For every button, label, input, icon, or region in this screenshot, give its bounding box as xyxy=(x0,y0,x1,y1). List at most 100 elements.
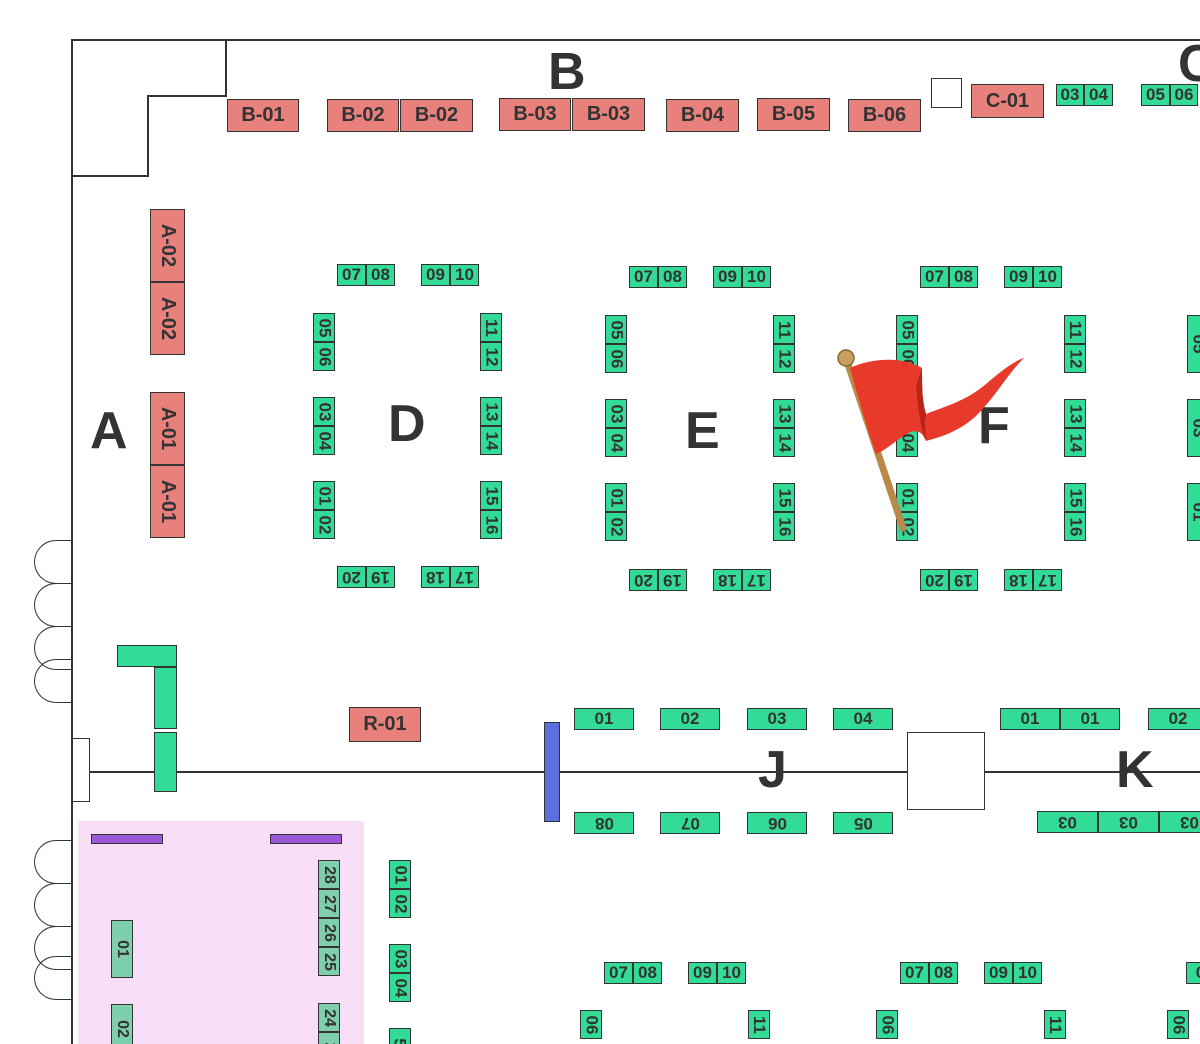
booth[interactable]: 11 xyxy=(480,313,502,342)
booth[interactable]: 15 xyxy=(1064,483,1086,512)
booth[interactable]: 13 xyxy=(773,399,795,428)
booth[interactable]: 10 xyxy=(1013,962,1042,984)
booth[interactable]: 20 xyxy=(920,569,949,591)
booth[interactable]: 08 xyxy=(949,266,978,288)
door[interactable] xyxy=(34,883,72,927)
booth[interactable]: 0 xyxy=(1186,962,1200,984)
booth[interactable]: 06 xyxy=(605,344,627,373)
booth[interactable]: A-02 xyxy=(150,282,185,355)
booth[interactable]: 08 xyxy=(633,962,662,984)
booth[interactable]: 11 xyxy=(1064,315,1086,344)
booth[interactable]: 19 xyxy=(949,569,978,591)
booth[interactable]: 01 xyxy=(574,708,634,730)
booth[interactable]: 24 xyxy=(318,1003,340,1032)
booth[interactable]: 18 xyxy=(1004,569,1033,591)
door[interactable] xyxy=(34,659,72,703)
booth[interactable]: 08 xyxy=(574,812,634,834)
booth[interactable]: 2 xyxy=(318,1032,340,1044)
booth[interactable]: 02 xyxy=(313,510,335,539)
booth[interactable]: C-01 xyxy=(971,84,1044,118)
booth[interactable]: 20 xyxy=(629,569,658,591)
booth[interactable]: B-02 xyxy=(327,99,399,132)
booth[interactable]: B-03 xyxy=(499,98,571,131)
booth[interactable]: 09 xyxy=(421,264,450,286)
booth[interactable]: 10 xyxy=(450,264,479,286)
door[interactable] xyxy=(34,840,72,884)
booth[interactable]: 16 xyxy=(773,512,795,541)
booth[interactable]: 16 xyxy=(1064,512,1086,541)
booth[interactable]: 14 xyxy=(773,428,795,457)
booth[interactable]: 19 xyxy=(366,566,395,588)
booth[interactable]: 03 xyxy=(313,397,335,426)
booth[interactable]: 17 xyxy=(450,566,479,588)
booth[interactable]: R-01 xyxy=(349,707,421,742)
booth[interactable]: 08 xyxy=(366,264,395,286)
booth[interactable]: 06 xyxy=(313,342,335,371)
booth[interactable]: 02 xyxy=(660,708,720,730)
booth[interactable]: 06 xyxy=(1167,1010,1189,1039)
booth[interactable]: 01 xyxy=(1000,708,1060,730)
booth[interactable]: B-02 xyxy=(400,99,473,132)
booth[interactable]: 09 xyxy=(1004,266,1033,288)
booth[interactable]: 09 xyxy=(984,962,1013,984)
booth[interactable]: 02 xyxy=(111,1004,133,1044)
booth[interactable]: 05 xyxy=(1187,315,1200,373)
booth[interactable]: 14 xyxy=(480,426,502,455)
booth[interactable]: 03 xyxy=(389,944,411,973)
booth[interactable]: 5 xyxy=(389,1028,411,1044)
booth[interactable]: 27 xyxy=(318,889,340,918)
booth[interactable]: 07 xyxy=(337,264,366,286)
door[interactable] xyxy=(34,956,72,1000)
booth[interactable]: A-02 xyxy=(150,209,185,282)
booth[interactable]: 18 xyxy=(421,566,450,588)
booth[interactable]: 12 xyxy=(773,344,795,373)
booth[interactable]: 01 xyxy=(111,920,133,978)
booth[interactable]: 03 xyxy=(1098,811,1159,833)
booth[interactable]: 03 xyxy=(1056,84,1084,106)
booth[interactable]: 25 xyxy=(318,947,340,976)
booth[interactable]: 04 xyxy=(833,708,893,730)
booth[interactable]: 07 xyxy=(629,266,658,288)
booth[interactable]: 13 xyxy=(480,397,502,426)
booth[interactable]: 03 xyxy=(605,399,627,428)
booth[interactable]: 15 xyxy=(480,481,502,510)
door[interactable] xyxy=(34,540,72,584)
booth[interactable]: 03 xyxy=(747,708,807,730)
booth[interactable]: B-03 xyxy=(572,98,645,131)
booth[interactable]: 06 xyxy=(1170,84,1198,106)
booth[interactable]: 10 xyxy=(1033,266,1062,288)
booth[interactable]: 14 xyxy=(1064,428,1086,457)
booth[interactable]: 01 xyxy=(1187,483,1200,541)
booth[interactable]: A-01 xyxy=(150,465,185,538)
booth[interactable]: 19 xyxy=(658,569,687,591)
booth[interactable]: 06 xyxy=(876,1010,898,1039)
booth[interactable]: 04 xyxy=(1084,84,1113,106)
booth[interactable]: 18 xyxy=(713,569,742,591)
booth[interactable]: 05 xyxy=(896,315,918,344)
booth[interactable]: 26 xyxy=(318,918,340,947)
booth[interactable]: 07 xyxy=(604,962,633,984)
booth[interactable]: 05 xyxy=(1141,84,1170,106)
booth[interactable]: 01 xyxy=(605,483,627,512)
booth[interactable]: 06 xyxy=(747,812,807,834)
booth[interactable]: 06 xyxy=(580,1010,602,1039)
booth[interactable]: 03 xyxy=(1187,399,1200,457)
booth[interactable]: 02 xyxy=(1148,708,1200,730)
booth[interactable]: 01 xyxy=(313,481,335,510)
booth[interactable]: 12 xyxy=(480,342,502,371)
booth[interactable]: 08 xyxy=(929,962,958,984)
booth[interactable]: 17 xyxy=(742,569,771,591)
booth[interactable]: 03 xyxy=(1159,811,1200,833)
booth[interactable]: 15 xyxy=(773,483,795,512)
booth[interactable]: 02 xyxy=(389,889,411,918)
booth[interactable]: 11 xyxy=(773,315,795,344)
booth[interactable]: 17 xyxy=(1033,569,1062,591)
booth[interactable]: 05 xyxy=(605,315,627,344)
booth[interactable]: 12 xyxy=(1064,344,1086,373)
booth[interactable]: 04 xyxy=(605,428,627,457)
door[interactable] xyxy=(34,583,72,627)
booth[interactable]: 11 xyxy=(1044,1010,1066,1039)
booth[interactable]: B-05 xyxy=(757,98,830,131)
booth[interactable]: 07 xyxy=(900,962,929,984)
booth[interactable]: 01 xyxy=(1060,708,1120,730)
